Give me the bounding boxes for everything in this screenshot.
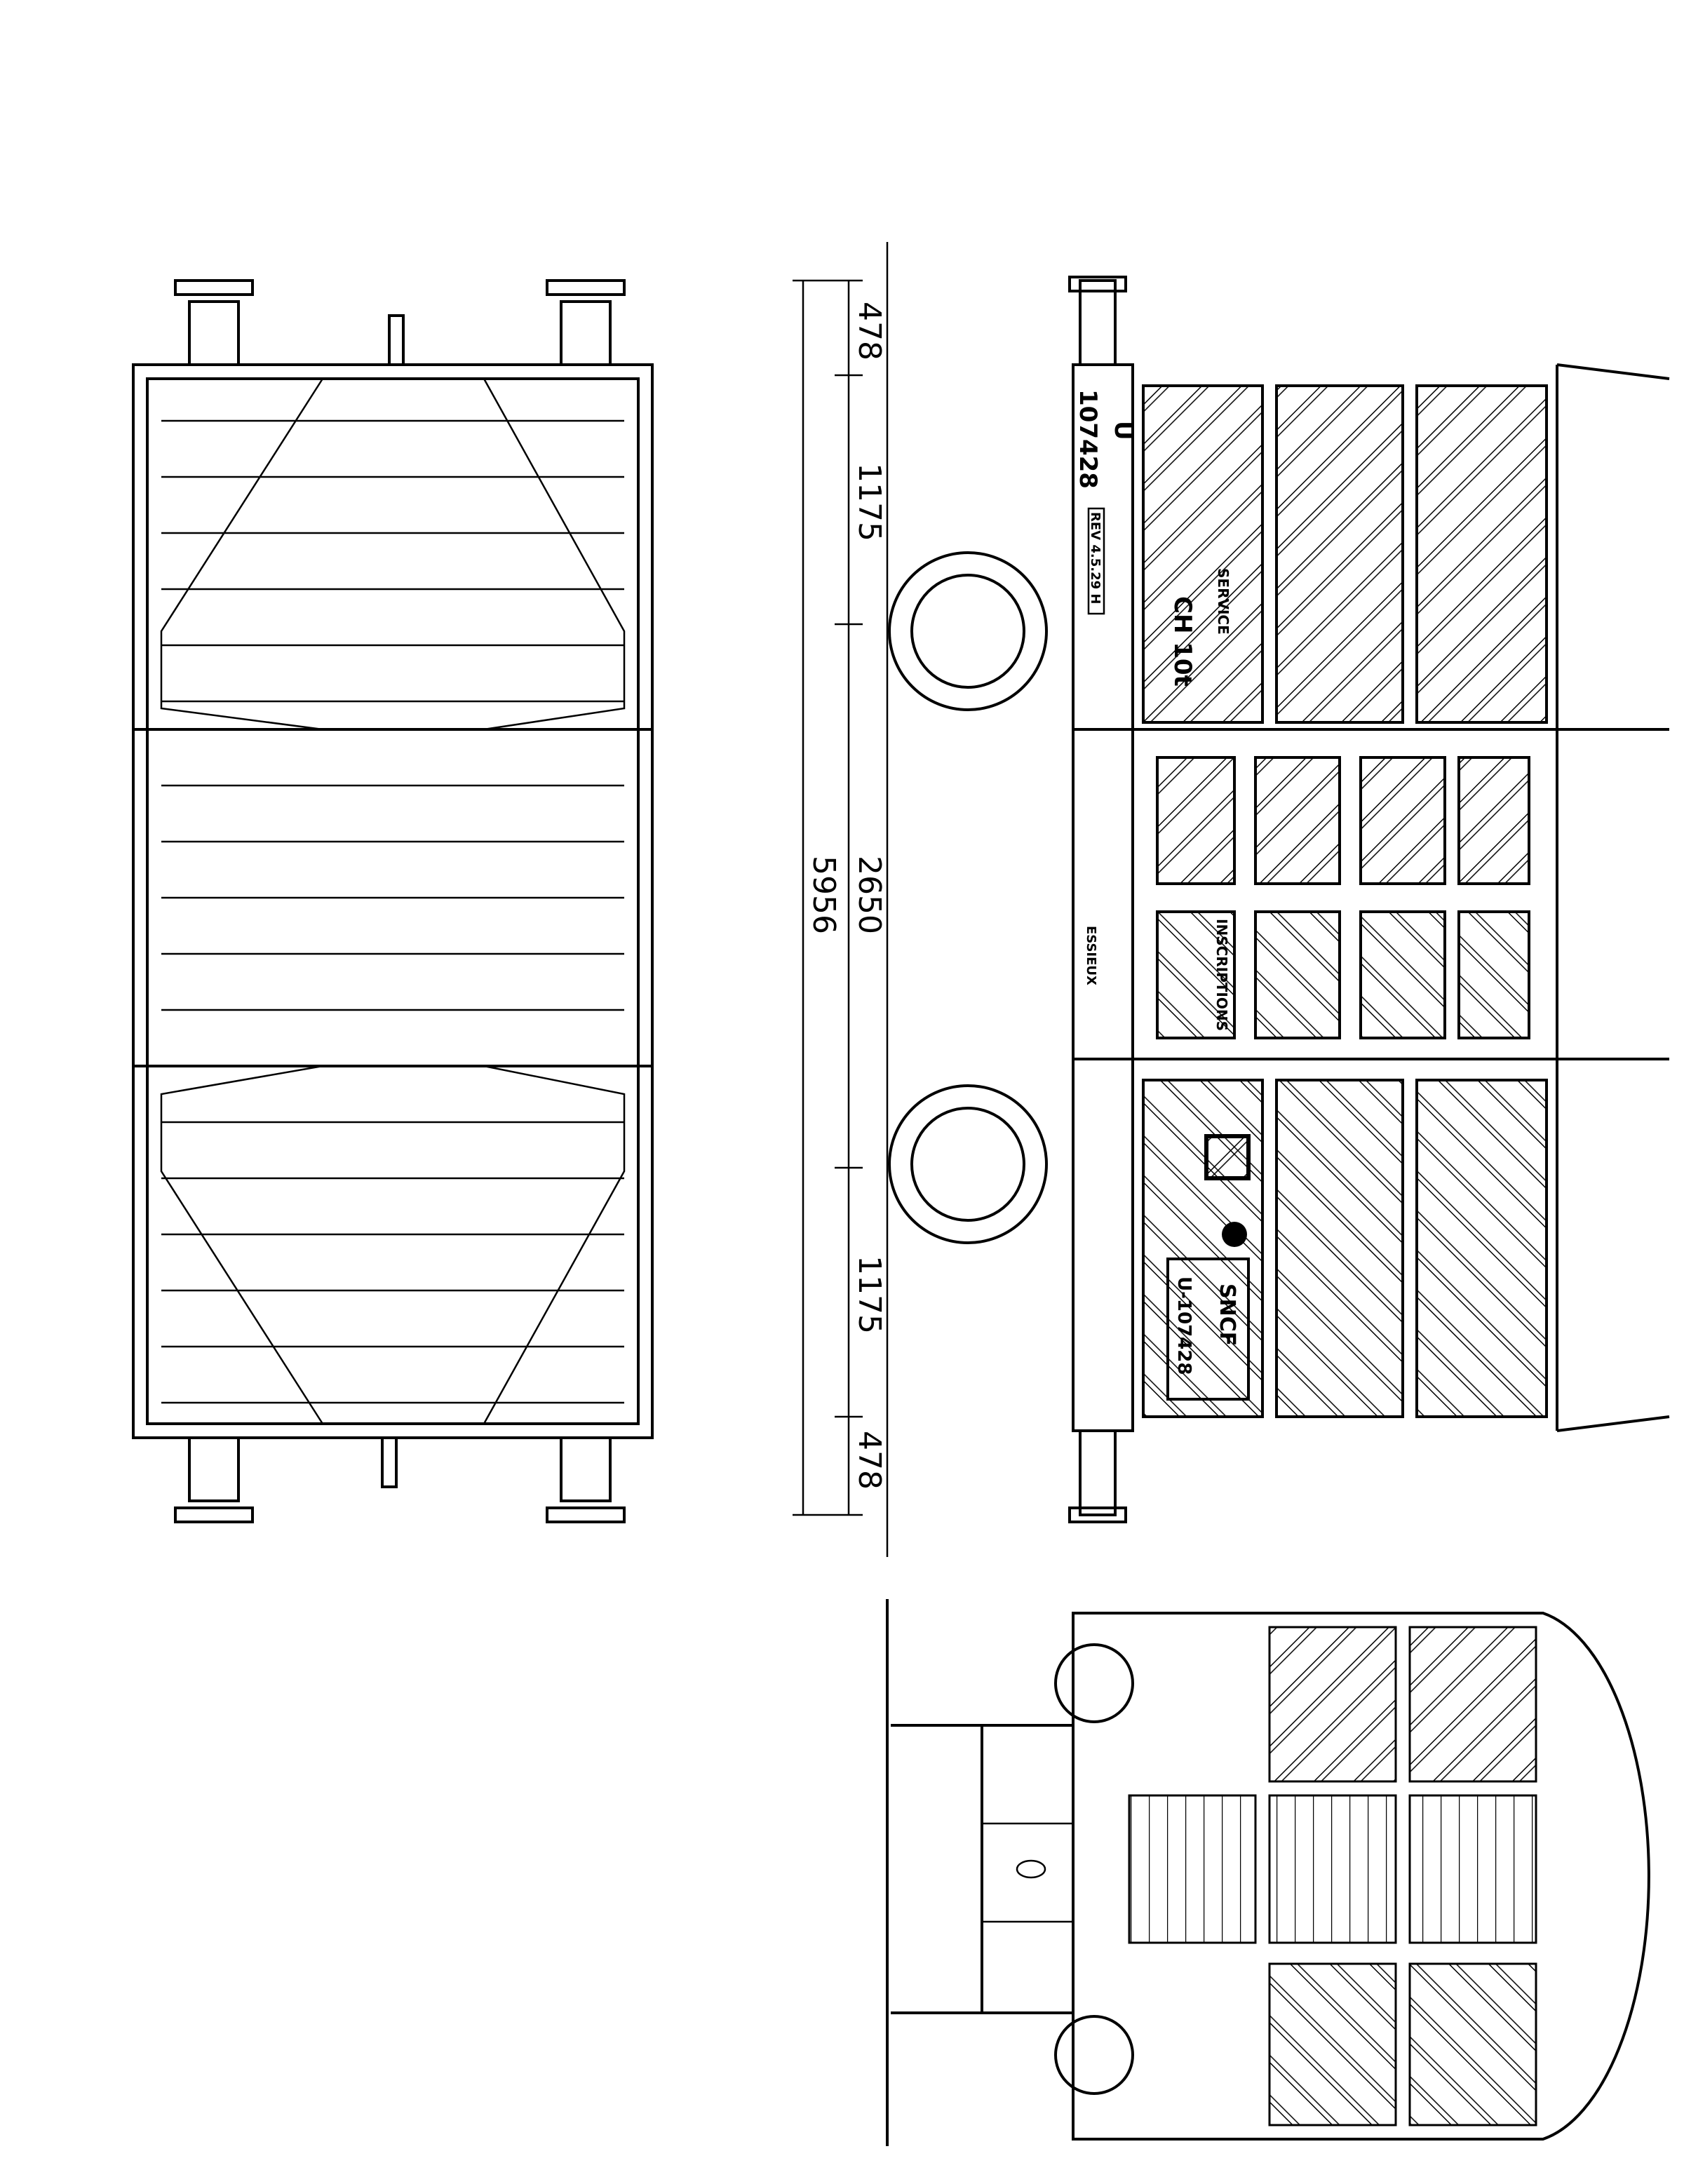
plate-owner: SNCF (1215, 1283, 1239, 1346)
dim-478-bottom: 478 (851, 1431, 887, 1490)
buffer-head-right (1054, 2015, 1134, 2095)
dim-5956: 5956 (806, 856, 842, 934)
plan-floor-planks (133, 419, 652, 1404)
wheel-bottom (888, 1084, 1048, 1244)
wagon-number: 107428 (1074, 389, 1102, 489)
plan-diagonal-bracing (160, 378, 626, 1424)
plan-buffers (174, 279, 626, 1523)
inscriptions-panel: INSCRIPTIONS (1213, 919, 1230, 1031)
dim-1175-top: 1175 (851, 463, 887, 541)
dim-2650: 2650 (851, 856, 887, 934)
plan-view (132, 279, 654, 1523)
dim-1175-bottom: 1175 (851, 1255, 887, 1334)
capacity-marking: CH 10t (1168, 596, 1197, 687)
revision-marking: REV 4.5.29 H (1088, 512, 1103, 604)
buffer-head-left (1054, 1643, 1134, 1723)
axles-marking: ESSIEUX (1084, 926, 1098, 985)
end-view (886, 1599, 1650, 2146)
plate-number: U-107428 (1173, 1276, 1194, 1375)
dimension-lines: 478 1175 2650 5956 1175 478 (793, 242, 889, 1557)
service-marking: SERVICE (1215, 568, 1232, 635)
side-view: U 107428 REV 4.5.29 H SERVICE CH 10t INS… (888, 276, 1670, 1523)
dim-478-top: 478 (851, 302, 887, 360)
class-letter: U (1109, 421, 1137, 440)
wheel-top (888, 551, 1048, 711)
